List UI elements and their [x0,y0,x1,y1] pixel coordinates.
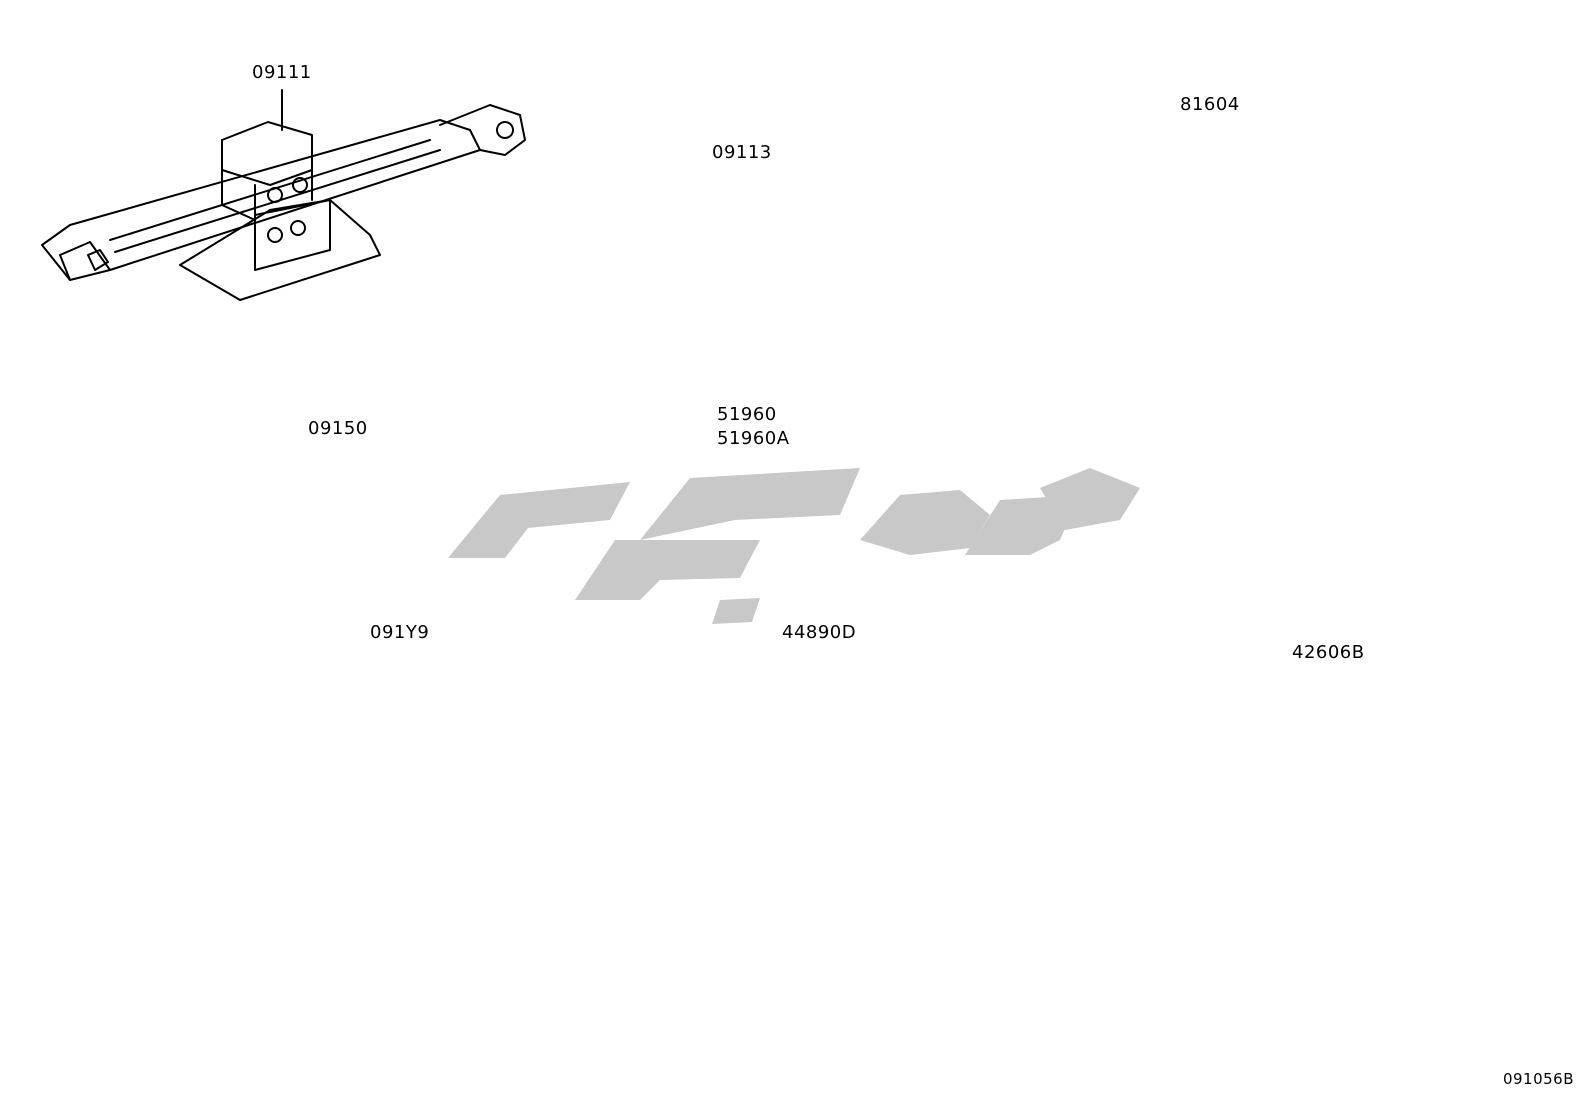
diagram-code: 091056B [1502,1070,1574,1088]
part-label-compressor-kit: 44890D [782,622,857,643]
part-label-towing-eye-2: 51960A [717,428,790,449]
part-label-jack: 09111 [252,62,312,83]
part-label-wheel-wrench: 09150 [308,418,368,439]
watermark-logo [448,468,1140,624]
part-label-warning-triangle: 81604 [1180,94,1240,115]
scissor-jack-drawing [41,89,526,301]
part-label-safety-vest: 091Y9 [370,622,430,643]
part-label-towing-eye-1: 51960 [717,404,777,425]
part-label-jack-handle: 09113 [712,142,772,163]
part-label-sealant-kit: 42606B [1292,642,1365,663]
